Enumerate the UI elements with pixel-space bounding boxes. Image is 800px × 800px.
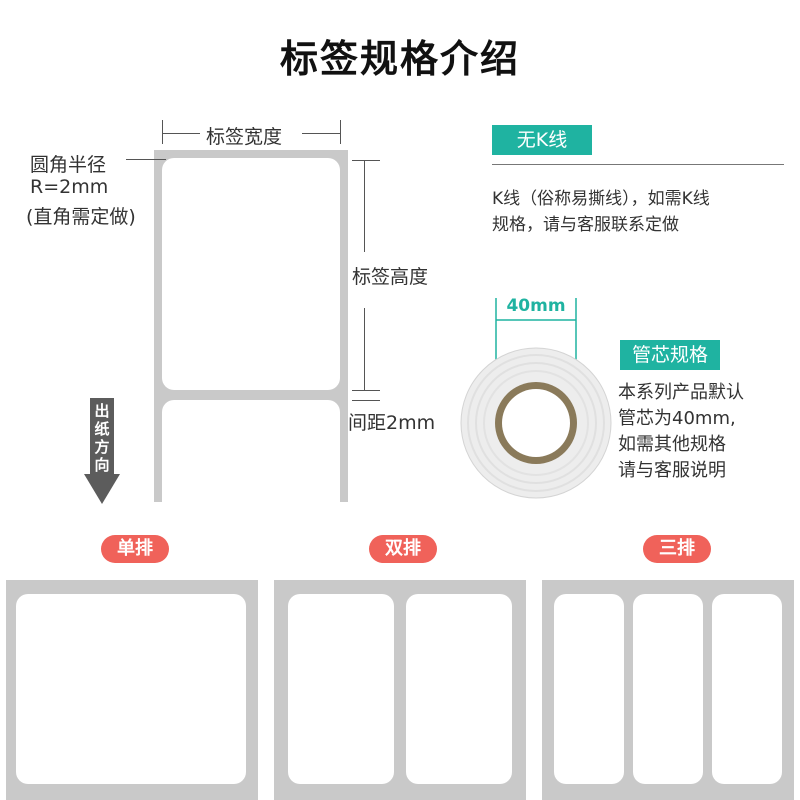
layout-double-badge: 双排 xyxy=(369,535,437,563)
gap-tick-bottom xyxy=(352,400,380,401)
feed-direction-text: 出 纸 方 向 xyxy=(94,402,110,474)
layout-triple-badge: 三排 xyxy=(643,535,711,563)
label-height-text: 标签高度 xyxy=(352,266,429,288)
k-line-note: K线（俗称易撕线），如需K线 规格，请与客服联系定做 xyxy=(492,186,710,238)
layout-triple-sample xyxy=(542,580,794,800)
label-sample-bottom xyxy=(162,400,340,510)
k-line-divider xyxy=(492,164,784,165)
k-line-badge: 无K线 xyxy=(492,125,592,155)
width-tick-left xyxy=(162,120,163,144)
width-line-right xyxy=(302,133,340,134)
core-note-line-4: 请与客服说明 xyxy=(618,460,726,481)
core-note-line-2: 管芯为40mm, xyxy=(618,408,736,429)
label-sample-top xyxy=(162,158,340,390)
label-gap-text: 间距2mm xyxy=(348,412,436,434)
triple-label-left xyxy=(554,594,624,784)
layout-double-sample xyxy=(274,580,526,800)
layout-single-sample xyxy=(6,580,258,800)
page-title: 标签规格介绍 xyxy=(279,37,520,81)
core-spec-badge: 管芯规格 xyxy=(620,340,720,370)
label-width-text: 标签宽度 xyxy=(206,126,283,148)
width-line-left xyxy=(162,133,200,134)
single-label xyxy=(16,594,246,784)
core-note-line-3: 如需其他规格 xyxy=(618,434,726,455)
k-line-note-line-2: 规格，请与客服联系定做 xyxy=(492,215,679,235)
k-line-note-line-1: K线（俗称易撕线），如需K线 xyxy=(492,189,710,209)
height-line-bottom xyxy=(364,308,365,390)
double-label-right xyxy=(406,594,512,784)
triple-label-right xyxy=(712,594,782,784)
label-diagram: 标签宽度 圆角半径 R=2mm (直角需定做) 标签高度 间距2mm 出 纸 方… xyxy=(0,0,470,520)
height-line-top xyxy=(364,160,365,252)
feed-direction-arrow-icon xyxy=(84,398,120,504)
radius-leader-line xyxy=(126,159,166,160)
roll-core-illustration xyxy=(460,298,612,499)
height-tick-top xyxy=(352,160,380,161)
width-tick-right xyxy=(340,120,341,144)
layout-single-badge: 单排 xyxy=(101,535,169,563)
radius-label-1: 圆角半径 xyxy=(30,154,107,176)
double-label-left xyxy=(288,594,394,784)
radius-label-3: (直角需定做) xyxy=(26,206,136,228)
height-tick-bottom xyxy=(352,390,380,391)
core-note-line-1: 本系列产品默认 xyxy=(618,382,744,403)
core-dimension-label: 40mm xyxy=(506,296,566,316)
triple-label-middle xyxy=(633,594,703,784)
radius-label-2: R=2mm xyxy=(30,176,109,198)
core-spec-note: 本系列产品默认 管芯为40mm, 如需其他规格 请与客服说明 xyxy=(618,380,744,484)
